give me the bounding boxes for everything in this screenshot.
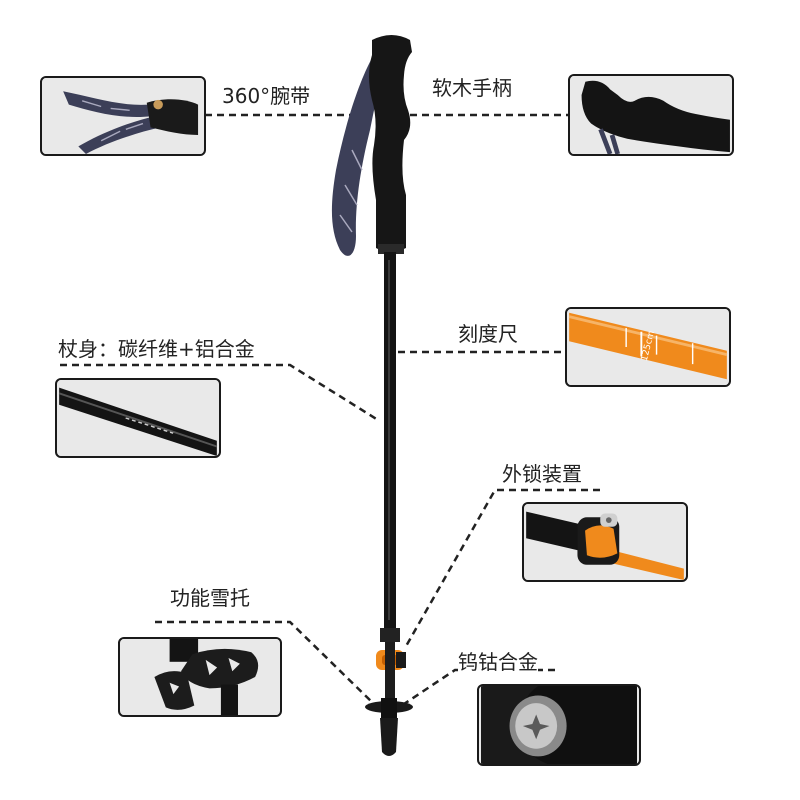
inset-shaft [55, 378, 221, 458]
label-wrist-strap: 360°腕带 [222, 84, 311, 108]
label-cork-grip: 软木手柄 [432, 76, 512, 100]
inset-cork-grip [568, 74, 734, 156]
basket-leader [155, 620, 376, 706]
rubber-tip [380, 718, 398, 756]
shaft-leader [60, 363, 379, 422]
wrist-strap-band [331, 58, 384, 256]
label-scale: 刻度尺 [458, 322, 518, 346]
label-snow-basket: 功能雪托 [170, 586, 250, 610]
inset-external-lock [522, 502, 688, 582]
grip [369, 35, 412, 252]
label-shaft-material: 杖身：碳纤维+铝合金 [58, 337, 255, 361]
tip-leader [391, 668, 555, 714]
label-tungsten-tip: 钨钴合金 [458, 650, 538, 674]
inset-wrist-strap [40, 76, 206, 156]
label-external-lock: 外锁装置 [502, 462, 582, 486]
inset-snow-basket [118, 637, 282, 717]
inset-scale: 125cm [565, 307, 731, 387]
lower-shaft [385, 642, 395, 702]
inset-tungsten-tip [477, 684, 641, 766]
